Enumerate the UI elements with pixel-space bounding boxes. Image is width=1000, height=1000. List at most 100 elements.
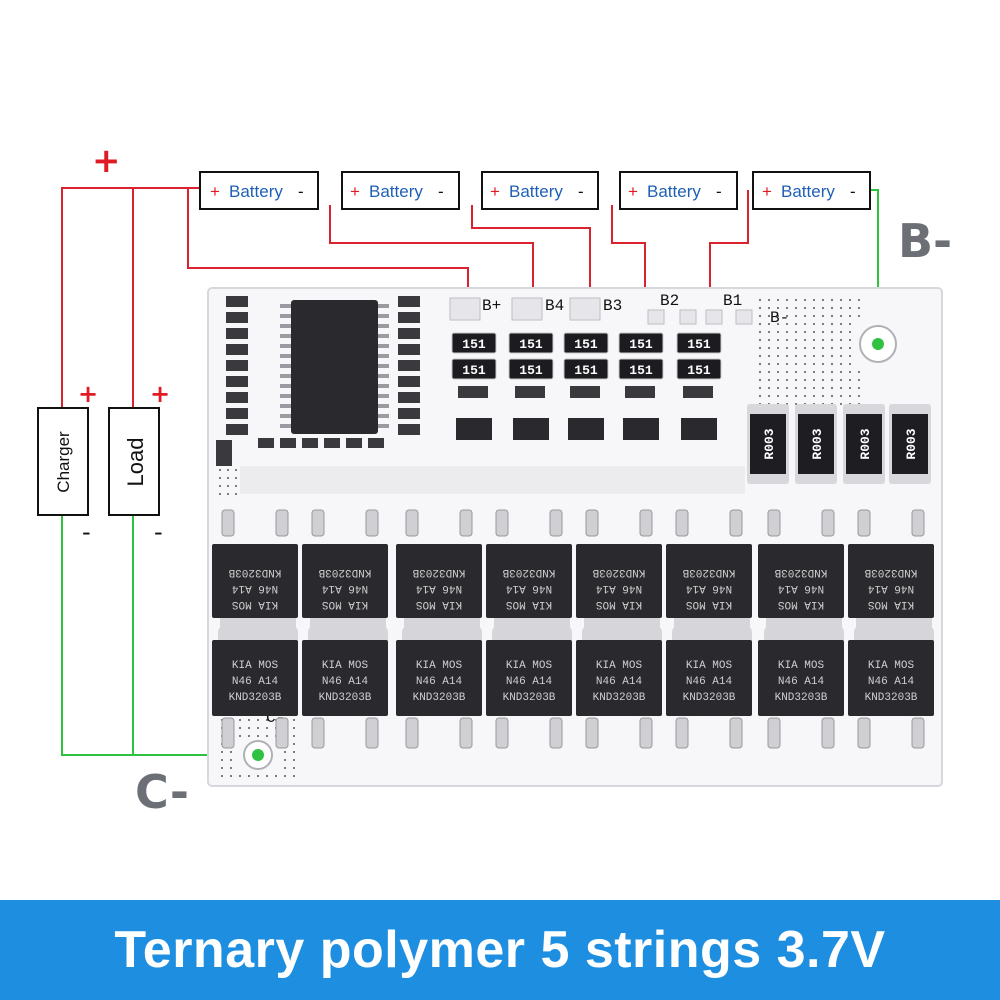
svg-text:Battery: Battery: [781, 182, 835, 201]
smd-component: [346, 438, 362, 448]
mosfet-small: [623, 418, 659, 440]
smd-component: [258, 438, 274, 448]
mosfet-marking: KIA MOS: [868, 660, 915, 672]
smd-component: [226, 392, 248, 403]
mosfet-marking: KIA MOS: [506, 598, 553, 610]
smd-component: [226, 408, 248, 419]
shunt-resistor-marking: R003: [762, 428, 777, 459]
mosfet-marking: N46 A14: [596, 582, 643, 594]
mosfet-marking: KIA MOS: [686, 598, 733, 610]
mosfet-marking: KND3203B: [864, 566, 917, 578]
mosfet-marking: KND3203B: [318, 566, 371, 578]
svg-text:+: +: [762, 182, 772, 201]
mosfet-marking: N46 A14: [506, 676, 553, 688]
mosfet-marking: KIA MOS: [506, 660, 553, 672]
mosfet-marking: KND3203B: [412, 566, 465, 578]
red-wires: [61, 187, 749, 410]
shunt-resistor-marking: R003: [810, 428, 825, 459]
mosfet-marking: N46 A14: [778, 676, 825, 688]
shunt-resistor-r003: R003: [747, 404, 789, 484]
mosfet-marking: KND3203B: [502, 566, 555, 578]
mosfet-marking: KND3203B: [229, 692, 282, 704]
smd-component: [226, 376, 248, 387]
smd-component: [398, 360, 420, 371]
mosfet-marking: N46 A14: [232, 676, 279, 688]
mosfet-marking: N46 A14: [868, 676, 915, 688]
svg-text:Battery: Battery: [509, 182, 563, 201]
smd-component: [458, 386, 488, 398]
terminal-b3: B3: [603, 297, 622, 315]
charger-box: Charger + -: [37, 380, 98, 546]
mosfet-marking: N46 A14: [416, 582, 463, 594]
c-minus-label: C-: [135, 765, 189, 819]
load-plus: +: [150, 380, 170, 408]
smd-resistor-151: 151: [451, 332, 497, 354]
mosfet-small: [456, 418, 492, 440]
svg-text:-: -: [438, 182, 444, 201]
load-label: Load: [123, 438, 148, 487]
smd-component: [226, 296, 248, 307]
mosfet-small: [681, 418, 717, 440]
smd-component: [398, 312, 420, 323]
shunt-resistor-marking: R003: [858, 428, 873, 459]
mosfet-marking: N46 A14: [868, 582, 915, 594]
mosfet-marking: N46 A14: [686, 582, 733, 594]
main-plus-sign: +: [92, 141, 121, 181]
smd-resistor-marking: 151: [462, 337, 486, 352]
mosfet-marking: N46 A14: [596, 676, 643, 688]
smd-resistor-marking: 151: [519, 337, 543, 352]
mosfet-marking: N46 A14: [686, 676, 733, 688]
mosfet-marking: KND3203B: [774, 566, 827, 578]
shunt-resistor-r003: R003: [889, 404, 931, 484]
mosfet-marking: KIA MOS: [416, 660, 463, 672]
svg-text:Battery: Battery: [229, 182, 283, 201]
smd-component: [398, 296, 420, 307]
svg-text:+: +: [350, 182, 360, 201]
shunt-resistor-r003: R003: [795, 404, 837, 484]
mosfet-marking: KIA MOS: [596, 660, 643, 672]
mosfet-marking: N46 A14: [416, 676, 463, 688]
smd-component: [226, 360, 248, 371]
smd-component: [398, 392, 420, 403]
charger-label: Charger: [54, 431, 73, 493]
smd-resistor-151: 151: [618, 358, 664, 380]
smd-resistor-marking: 151: [687, 337, 711, 352]
mosfet-marking: KIA MOS: [868, 598, 915, 610]
mosfet-marking: KND3203B: [593, 692, 646, 704]
smd-component: [216, 440, 232, 466]
smd-component: [226, 312, 248, 323]
mosfet-marking: KND3203B: [228, 566, 281, 578]
smd-component: [398, 424, 420, 435]
smd-component: [226, 344, 248, 355]
svg-text:+: +: [490, 182, 500, 201]
smd-component: [368, 438, 384, 448]
smd-resistor-marking: 151: [629, 337, 653, 352]
smd-resistor-marking: 151: [574, 363, 598, 378]
mosfet-marking: KND3203B: [682, 566, 735, 578]
smd-component: [324, 438, 340, 448]
banner-text: Ternary polymer 5 strings 3.7V: [114, 921, 886, 979]
load-minus: -: [154, 518, 163, 546]
mosfet-small: [568, 418, 604, 440]
shunt-resistor-r003: R003: [843, 404, 885, 484]
mosfet-marking: KIA MOS: [322, 598, 369, 610]
smd-component: [226, 328, 248, 339]
mosfet-marking: KND3203B: [683, 692, 736, 704]
mosfet-marking: KIA MOS: [596, 598, 643, 610]
smd-component: [398, 376, 420, 387]
smd-resistor-151: 151: [618, 332, 664, 354]
mosfet-marking: N46 A14: [506, 582, 553, 594]
b-minus-connection-dot: [872, 338, 884, 350]
svg-text:Battery: Battery: [369, 182, 423, 201]
smd-component: [398, 328, 420, 339]
smd-resistor-marking: 151: [574, 337, 598, 352]
svg-text:+: +: [628, 182, 638, 201]
svg-text:-: -: [716, 182, 722, 201]
solder-pads: [449, 297, 753, 325]
smd-component: [570, 386, 600, 398]
